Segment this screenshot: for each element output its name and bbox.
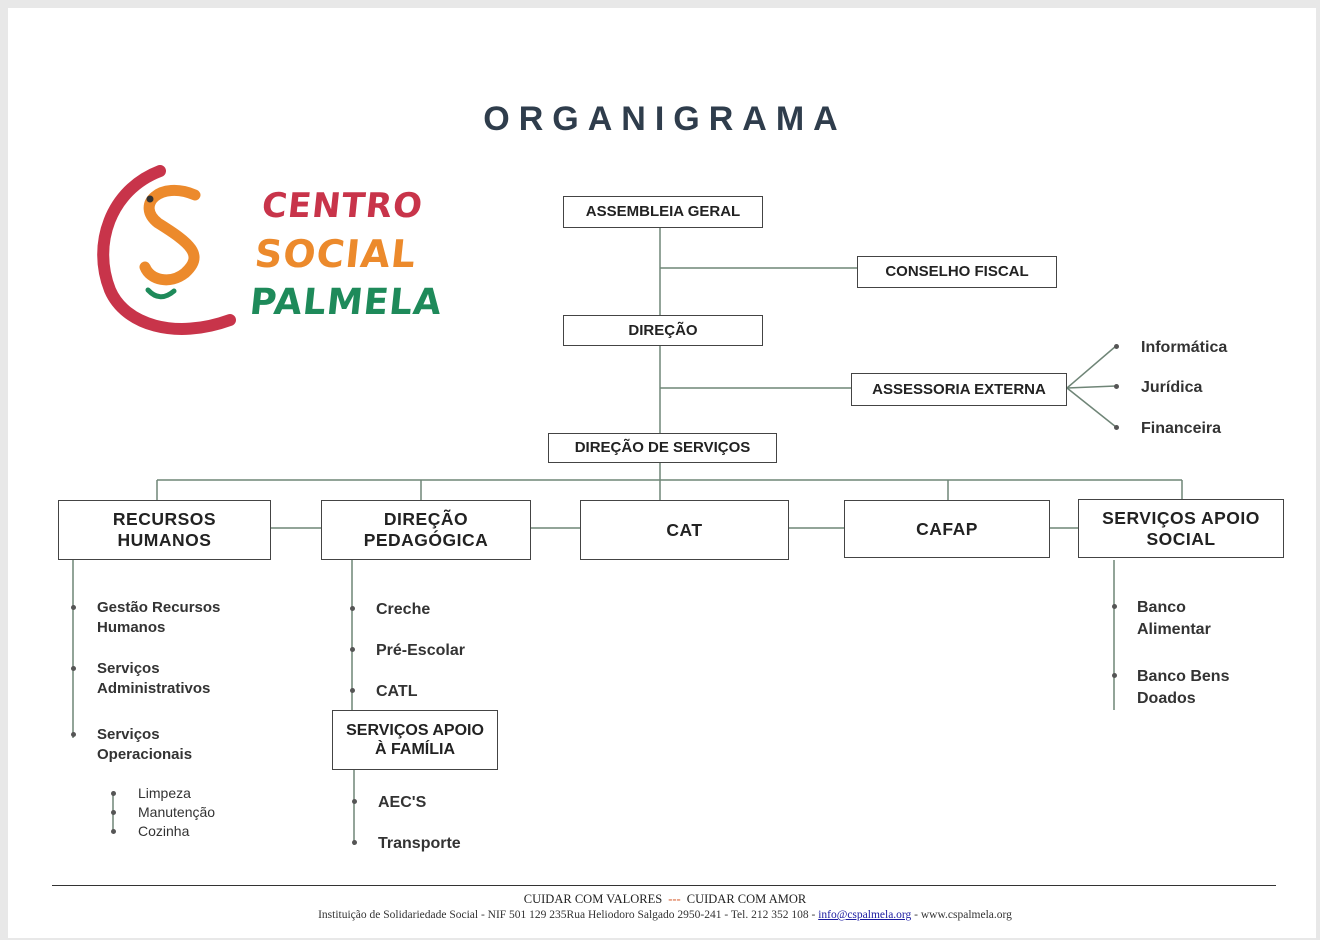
bullet-dot (71, 605, 76, 610)
bullet-dot (1114, 344, 1119, 349)
box-direcao-pedagogica: DIREÇÃO PEDAGÓGICA (321, 500, 531, 560)
rh-subitem-limpeza: Limpeza (138, 785, 191, 801)
bullet-dot (352, 799, 357, 804)
box-servicos-apoio-social: SERVIÇOS APOIO SOCIAL (1078, 499, 1284, 558)
box-servicos-apoio-familia: SERVIÇOS APOIO À FAMÍLIA (332, 710, 498, 770)
box-cafap: CAFAP (844, 500, 1050, 558)
box-direcao: DIREÇÃO (563, 315, 763, 346)
sas-item-banco-bens: Banco Bens Doados (1137, 668, 1230, 707)
assessoria-item-informatica: Informática (1141, 339, 1228, 356)
bullet-dot (352, 840, 357, 845)
box-direcao-servicos: DIREÇÃO DE SERVIÇOS (548, 433, 777, 463)
website-text: - www.cspalmela.org (911, 909, 1012, 921)
bullet-dot (71, 666, 76, 671)
bullet-dot (350, 688, 355, 693)
tagline-separator: --- (668, 892, 681, 906)
bullet-dot (111, 810, 116, 815)
box-recursos-humanos: RECURSOS HUMANOS (58, 500, 271, 560)
footer-address: Instituição de Solidariedade Social - NI… (0, 909, 1320, 921)
bullet-dot (1114, 425, 1119, 430)
page-sheet (8, 8, 1316, 938)
sas-item-banco-alimentar: Banco Alimentar (1137, 599, 1211, 638)
tagline-left: CUIDAR COM VALORES (523, 892, 663, 906)
saf-item-transporte: Transporte (378, 835, 461, 852)
bullet-dot (1112, 673, 1117, 678)
footer-tagline: CUIDAR COM VALORES --- CUIDAR COM AMOR (0, 892, 1320, 907)
email-link[interactable]: info@cspalmela.org (818, 909, 912, 921)
box-assessoria-externa: ASSESSORIA EXTERNA (851, 373, 1067, 406)
bullet-dot (111, 829, 116, 834)
bullet-dot (1112, 604, 1117, 609)
rh-subitem-cozinha: Cozinha (138, 823, 190, 839)
bullet-dot (1114, 384, 1119, 389)
pedagogica-item-pre-escolar: Pré-Escolar (376, 642, 465, 659)
box-assembleia-geral: ASSEMBLEIA GERAL (563, 196, 763, 228)
tagline-right: CUIDAR COM AMOR (686, 892, 807, 906)
saf-item-aecs: AEC'S (378, 794, 427, 811)
box-cat: CAT (580, 500, 789, 560)
rh-item-administrativos: Serviços Administrativos (97, 660, 211, 698)
footer-divider (52, 885, 1276, 886)
bullet-dot (71, 732, 76, 737)
bullet-dot (111, 791, 116, 796)
box-conselho-fiscal: CONSELHO FISCAL (857, 256, 1057, 288)
address-text: Instituição de Solidariedade Social - NI… (318, 909, 819, 921)
bullet-dot (350, 647, 355, 652)
logo-mark (97, 165, 236, 335)
assessoria-item-financeira: Financeira (1141, 420, 1222, 437)
rh-item-operacionais: Serviços Operacionais (97, 726, 193, 764)
rh-subitem-manutencao: Manutenção (138, 804, 216, 820)
rh-item-gestao: Gestão Recursos Humanos (97, 599, 221, 637)
pedagogica-item-catl: CATL (376, 683, 418, 700)
page-title: ORGANIGRAMA (483, 100, 847, 138)
assessoria-item-juridica: Jurídica (1141, 379, 1203, 396)
pedagogica-item-creche: Creche (376, 601, 431, 618)
bullet-dot (350, 606, 355, 611)
